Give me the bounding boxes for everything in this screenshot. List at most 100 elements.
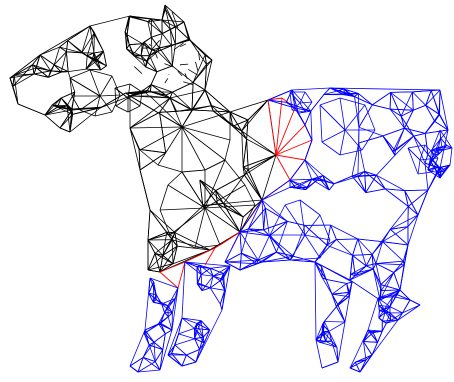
rear-mesh-edge: [130, 366, 138, 372]
front-mesh-edge: [212, 106, 233, 127]
rear-mesh-edge: [418, 172, 432, 174]
rear-mesh-edge: [322, 130, 345, 142]
rear-mesh-edge: [413, 105, 425, 110]
front-mesh-edge: [223, 175, 244, 204]
front-mesh-edge: [223, 204, 240, 233]
front-mesh-edge: [116, 106, 128, 112]
rear-mesh-edge: [383, 242, 404, 262]
front-mesh-edge: [115, 88, 116, 106]
rear-mesh-edge: [258, 236, 269, 260]
rear-mesh-edge: [353, 254, 373, 255]
rear-mesh-edge: [334, 177, 358, 184]
front-mesh-edge: [182, 172, 205, 208]
rear-mesh-edge: [426, 91, 432, 106]
rear-mesh-edge: [347, 282, 352, 284]
rear-mesh-edge: [353, 239, 358, 255]
rear-mesh-edge: [315, 262, 352, 282]
front-mesh-edge: [130, 128, 140, 150]
front-mesh-edge: [140, 170, 150, 210]
front-mesh-edge: [66, 41, 67, 52]
rear-mesh-edge: [168, 313, 172, 317]
rear-mesh-edge: [290, 92, 292, 110]
front-mesh-edge: [104, 51, 107, 65]
rear-mesh-edge: [383, 136, 395, 155]
rear-mesh-edge: [329, 184, 334, 190]
front-mesh-edge: [94, 33, 103, 52]
rear-mesh-edge: [210, 288, 220, 304]
rear-mesh-edge: [340, 130, 345, 155]
rear-mesh-edge: [290, 160, 305, 180]
rear-mesh-edge: [440, 90, 448, 130]
front-mesh-edge: [90, 70, 112, 76]
front-mesh-edge: [144, 37, 151, 42]
rear-mesh-edge: [316, 340, 322, 368]
rear-mesh-edge: [426, 105, 435, 121]
rear-mesh-edge: [351, 274, 356, 275]
rear-mesh-edge: [376, 175, 404, 190]
rear-mesh-edge: [311, 111, 312, 140]
front-mesh-edge: [182, 170, 205, 172]
rear-mesh-edge: [144, 323, 160, 333]
rear-mesh-edge: [262, 187, 290, 200]
rear-mesh-edge: [264, 208, 266, 230]
rear-mesh-edge: [365, 171, 366, 192]
rear-mesh-edge: [156, 295, 162, 305]
rear-mesh-edge: [351, 255, 353, 274]
front-mesh-edge: [163, 255, 173, 263]
rear-mesh-edge: [378, 331, 383, 342]
rear-mesh-edge: [338, 304, 345, 322]
front-mesh-edge: [188, 69, 198, 75]
front-mesh-edge: [160, 208, 205, 210]
rear-mesh-edge: [394, 273, 400, 291]
front-mesh-edge: [192, 110, 213, 111]
rear-mesh-edge: [405, 110, 414, 128]
rear-mesh-edge: [359, 105, 372, 128]
front-mesh-edge: [151, 37, 152, 50]
front-mesh-edge: [140, 150, 158, 165]
rear-mesh-edge: [305, 160, 319, 179]
front-mesh-edge: [225, 140, 230, 160]
rear-mesh-edge: [425, 154, 428, 163]
rear-mesh-edge: [320, 98, 340, 105]
rear-mesh-edge: [408, 148, 420, 160]
front-mesh-edge: [151, 72, 157, 85]
rear-mesh-edge: [426, 90, 440, 105]
rear-mesh-edge: [390, 307, 403, 313]
rear-mesh-edge: [179, 328, 195, 334]
rear-mesh-edge: [320, 105, 345, 130]
rear-mesh-edge: [165, 313, 169, 317]
rear-mesh-edge: [390, 206, 408, 229]
front-mesh-edge: [134, 56, 146, 61]
front-mesh-edge: [182, 127, 230, 140]
rear-mesh-edge: [145, 278, 150, 330]
front-mesh-edge: [146, 61, 147, 67]
rear-mesh-edge: [397, 294, 410, 300]
rear-mesh-edge: [412, 92, 425, 105]
front-mesh-edge: [147, 61, 157, 72]
front-mesh-edge: [60, 128, 70, 132]
front-mesh-edge: [66, 52, 68, 72]
front-mesh-edge: [148, 232, 167, 240]
rear-mesh-edge: [401, 92, 412, 116]
front-mesh-edge: [115, 84, 130, 88]
rear-mesh-edge: [285, 200, 300, 205]
rear-mesh-edge: [338, 322, 345, 362]
front-mesh-edge: [54, 65, 68, 72]
rear-mesh-edge: [320, 215, 330, 240]
rear-mesh-edge: [338, 297, 349, 305]
front-mesh-edge: [225, 160, 245, 185]
rear-mesh-edge: [383, 242, 408, 245]
front-mesh-edge: [180, 64, 188, 65]
rear-mesh-edge: [130, 330, 145, 366]
rear-mesh-edge: [168, 355, 182, 366]
seam-edge: [268, 100, 276, 155]
front-mesh-edge: [148, 253, 155, 270]
rear-mesh-edge: [345, 105, 365, 130]
front-mesh-edge: [68, 69, 86, 72]
front-mesh-edge: [90, 16, 130, 26]
front-mesh-edge: [160, 112, 166, 152]
rear-mesh-edge: [366, 189, 385, 193]
seam-edge: [276, 155, 305, 160]
rear-mesh-edge: [262, 200, 264, 230]
rear-mesh-edge: [300, 102, 312, 103]
